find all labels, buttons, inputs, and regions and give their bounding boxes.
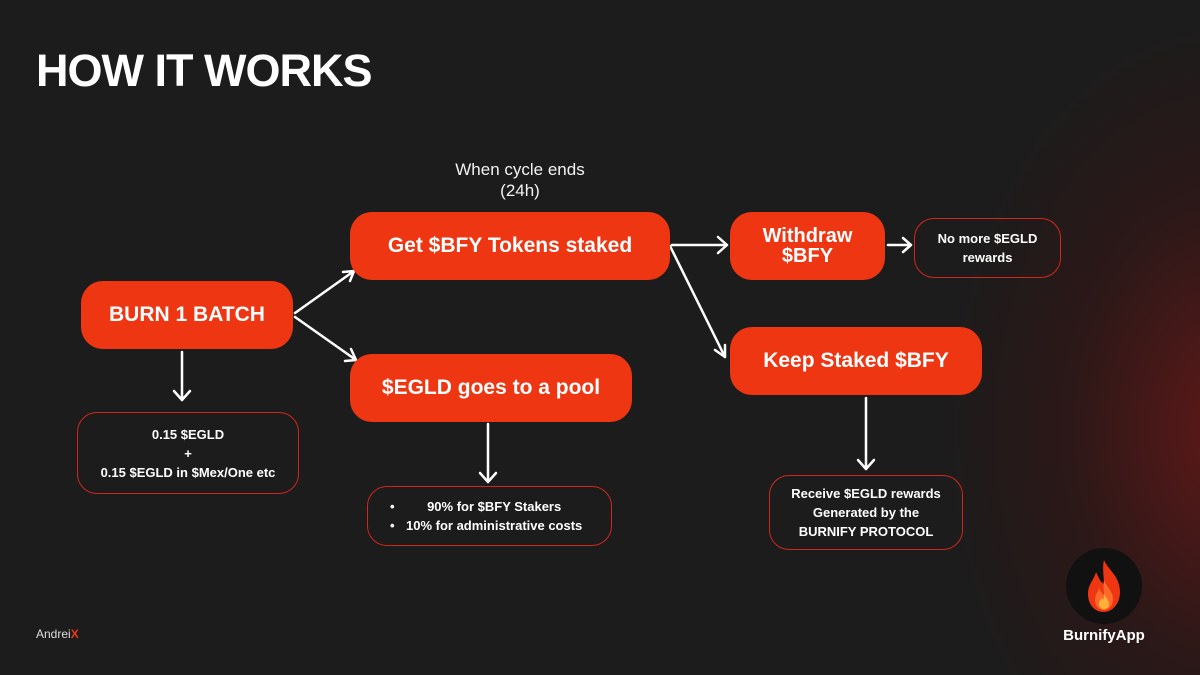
author-suffix: X xyxy=(70,627,79,641)
author-credit: AndreiX xyxy=(36,627,79,641)
cost-line: + xyxy=(184,445,192,461)
cost-line: 0.15 $EGLD in $Mex/One etc xyxy=(100,464,276,480)
pool-split-list: 90% for $BFY Stakers 10% for administrat… xyxy=(390,497,582,535)
list-item: 10% for administrative costs xyxy=(390,516,582,535)
pool-split-note: 90% for $BFY Stakers 10% for administrat… xyxy=(367,486,612,546)
get-staked-box: Get $BFY Tokens staked xyxy=(350,212,670,280)
page-title: HOW IT WORKS xyxy=(36,45,372,96)
arrow-burn-to-cost xyxy=(172,350,192,402)
cycle-note-line1: When cycle ends xyxy=(455,160,585,179)
arrow-pool-to-split xyxy=(478,422,498,484)
arrow-staked-to-keep xyxy=(668,244,727,359)
author-prefix: Andrei xyxy=(36,627,71,641)
arrow-staked-to-withdraw xyxy=(670,235,729,255)
cycle-note: When cycle ends (24h) xyxy=(420,159,620,201)
arrow-keep-to-receive xyxy=(856,396,876,471)
receive-rewards-note: Receive $EGLD rewards Generated by the B… xyxy=(769,475,963,550)
brand-name: BurnifyApp xyxy=(1063,627,1145,644)
cost-line: 0.15 $EGLD xyxy=(151,426,225,442)
receive-line: BURNIFY PROTOCOL xyxy=(798,524,934,539)
no-more-rewards-note: No more $EGLD rewards xyxy=(914,218,1061,278)
withdraw-line2: $BFY xyxy=(781,245,834,267)
cycle-note-line2: (24h) xyxy=(500,181,540,200)
arrow-withdraw-to-nomore xyxy=(886,236,913,254)
no-more-line: rewards xyxy=(962,250,1013,265)
no-more-line: No more $EGLD xyxy=(937,231,1038,246)
withdraw-line1: Withdraw xyxy=(762,225,853,247)
cost-note: 0.15 $EGLD + 0.15 $EGLD in $Mex/One etc xyxy=(77,412,299,494)
list-item: 90% for $BFY Stakers xyxy=(390,497,582,516)
withdraw-box: Withdraw $BFY xyxy=(730,212,885,280)
receive-line: Receive $EGLD rewards xyxy=(791,486,941,501)
arrow-burn-to-staked xyxy=(293,269,356,315)
flame-icon xyxy=(1088,560,1120,612)
egld-pool-box: $EGLD goes to a pool xyxy=(350,354,632,422)
keep-staked-box: Keep Staked $BFY xyxy=(730,327,982,395)
burn-batch-box: BURN 1 BATCH xyxy=(81,281,293,349)
receive-line: Generated by the xyxy=(812,505,920,520)
arrow-burn-to-pool xyxy=(293,315,358,363)
brand-logo xyxy=(1066,548,1142,624)
